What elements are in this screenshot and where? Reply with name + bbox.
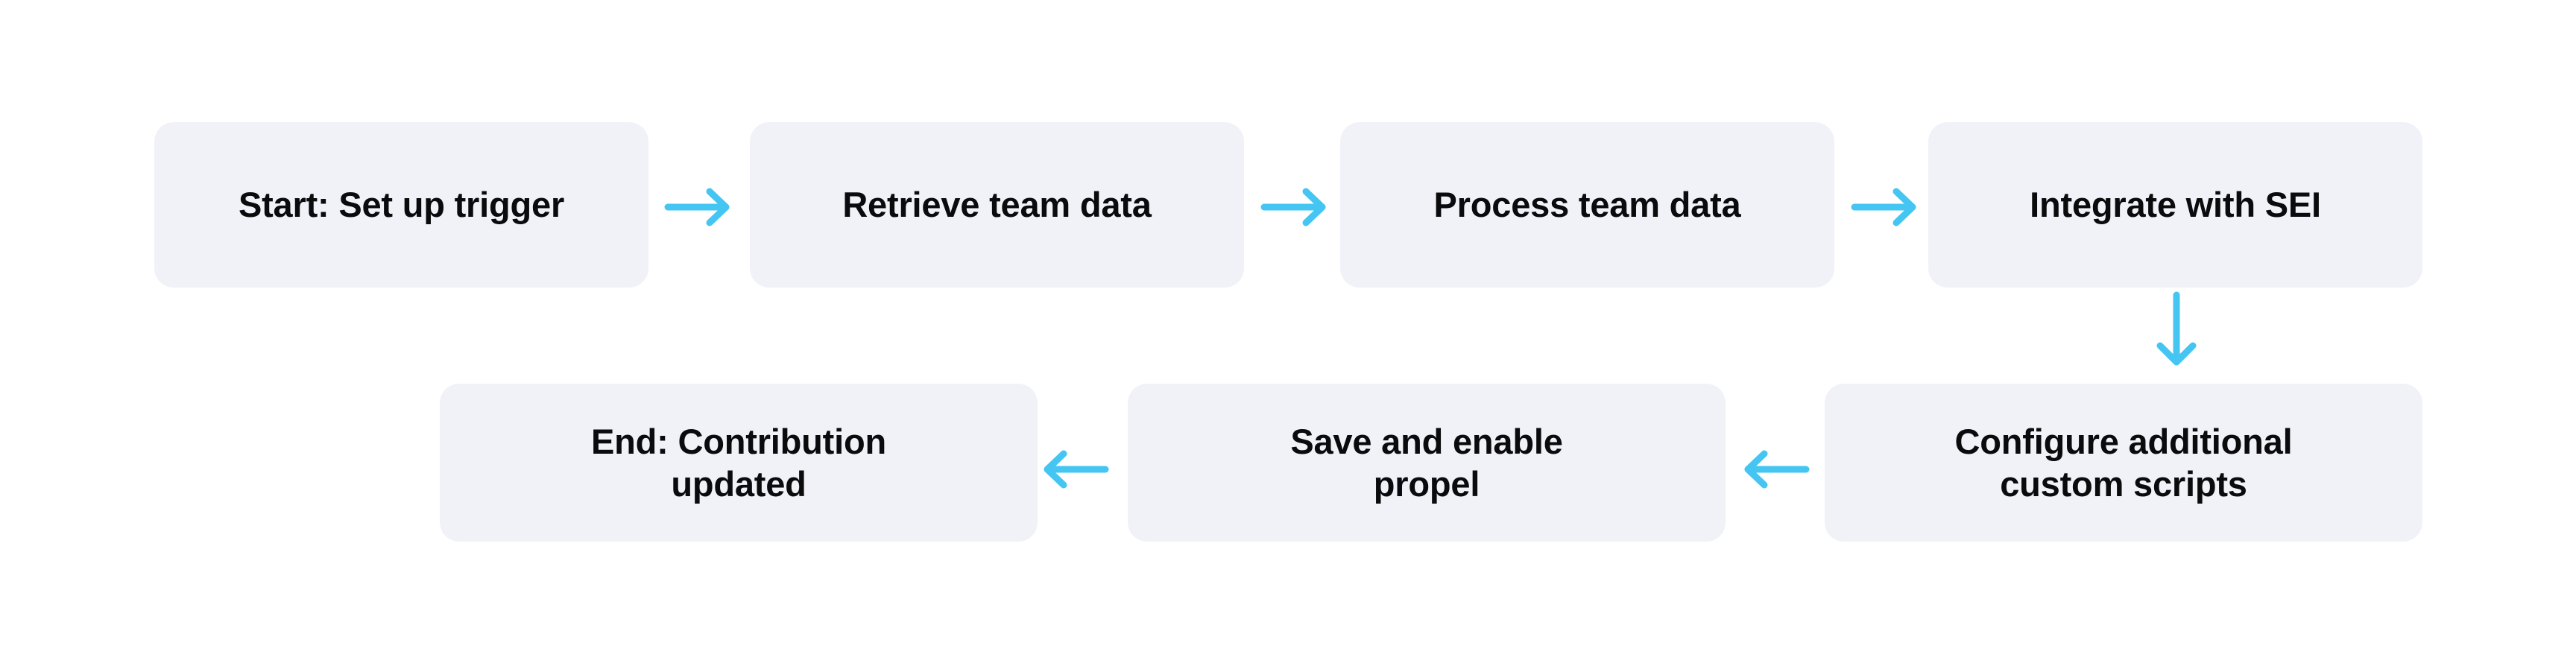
flow-node-process-team-data[interactable]: Process team data (1340, 122, 1834, 288)
flow-node-label: Configure additional custom scripts (1954, 421, 2293, 504)
arrow-left-icon (1739, 447, 1811, 492)
arrow-right-icon (1260, 185, 1331, 229)
arrow-down-icon (2153, 291, 2200, 370)
flow-node-end-contribution-updated[interactable]: End: Contribution updated (440, 384, 1038, 542)
flow-node-label: End: Contribution updated (591, 421, 886, 504)
flow-node-integrate-with-sei[interactable]: Integrate with SEI (1928, 122, 2422, 288)
arrow-right-icon (663, 185, 735, 229)
flow-node-label: Retrieve team data (842, 185, 1152, 225)
flow-node-configure-custom-scripts[interactable]: Configure additional custom scripts (1825, 384, 2422, 542)
flow-node-label: Save and enable propel (1290, 421, 1563, 504)
arrow-right-icon (1850, 185, 1922, 229)
flow-node-retrieve-team-data[interactable]: Retrieve team data (750, 122, 1244, 288)
flow-node-label: Process team data (1433, 185, 1741, 225)
flow-node-start[interactable]: Start: Set up trigger (154, 122, 648, 288)
flow-node-save-and-enable-propel[interactable]: Save and enable propel (1128, 384, 1726, 542)
flow-node-label: Integrate with SEI (2030, 185, 2321, 225)
arrow-left-icon (1038, 447, 1110, 492)
flow-node-label: Start: Set up trigger (238, 185, 565, 225)
